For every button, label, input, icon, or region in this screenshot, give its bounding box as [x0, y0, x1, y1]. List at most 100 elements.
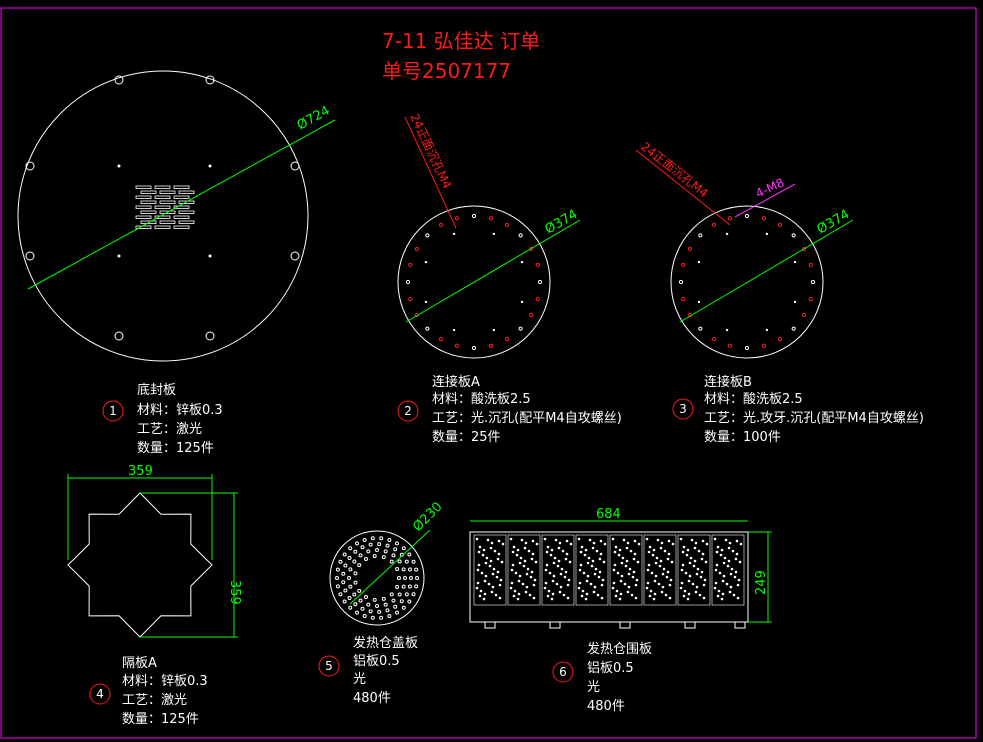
hole — [352, 559, 357, 564]
hole — [471, 345, 477, 351]
perforation — [614, 545, 618, 549]
perforation — [679, 537, 683, 541]
hole — [401, 584, 406, 589]
perforation — [668, 583, 672, 587]
perforation — [731, 549, 735, 553]
perforation — [517, 579, 521, 583]
hole — [208, 164, 212, 168]
perforation — [619, 592, 623, 596]
perforation — [718, 571, 722, 575]
perforation — [516, 597, 520, 601]
perforation — [524, 590, 528, 594]
perforation — [511, 550, 515, 554]
perforation — [669, 578, 673, 582]
perforation — [486, 538, 490, 542]
perforation — [602, 560, 606, 564]
vent-slot — [159, 190, 176, 194]
vent-slot — [154, 185, 171, 189]
hole — [335, 576, 339, 580]
perforation — [722, 574, 726, 578]
svg-text:底封板: 底封板 — [137, 382, 176, 398]
hole — [407, 599, 412, 604]
perforation — [515, 553, 519, 557]
perforation — [721, 579, 725, 583]
part-5-heater-cover: Ø230 — [329, 499, 446, 626]
perforation — [635, 578, 639, 582]
perforation — [585, 579, 589, 583]
perforation — [685, 553, 689, 557]
perforation — [716, 594, 720, 598]
hole — [353, 602, 358, 607]
hole — [341, 571, 346, 576]
perforation — [577, 586, 581, 590]
hole — [777, 222, 783, 227]
hole — [366, 602, 371, 607]
perforation — [600, 596, 604, 600]
perforation — [554, 538, 558, 542]
perforation — [591, 546, 595, 550]
tab — [549, 621, 561, 629]
svg-text:工艺：激光: 工艺：激光 — [122, 693, 187, 708]
perforation — [714, 581, 718, 585]
svg-text:工艺：光.攻牙.沉孔(配平M4自攻螺丝): 工艺：光.攻牙.沉孔(配平M4自攻螺丝) — [704, 411, 924, 426]
hole — [353, 580, 358, 585]
perforation — [548, 571, 552, 575]
perforation — [733, 575, 737, 579]
hole — [401, 567, 406, 572]
hole — [352, 592, 357, 597]
hole — [385, 608, 390, 613]
svg-text:铝板0.5: 铝板0.5 — [353, 654, 400, 669]
hole — [407, 567, 412, 572]
perforation — [550, 548, 554, 552]
hole — [414, 246, 419, 252]
hole — [808, 296, 813, 302]
perforation — [562, 593, 566, 597]
perforation — [735, 552, 739, 556]
perforation — [556, 564, 560, 568]
perforation — [688, 561, 692, 565]
hole — [114, 331, 124, 341]
perforation — [701, 552, 705, 556]
perforation — [626, 541, 630, 545]
perforation — [645, 586, 649, 590]
svg-text:数量：125件: 数量：125件 — [122, 712, 199, 727]
perforation — [557, 546, 561, 550]
svg-text:6: 6 — [559, 665, 567, 679]
hole — [403, 576, 407, 580]
perforation — [619, 579, 623, 583]
hole — [405, 279, 411, 285]
hole — [391, 553, 396, 558]
perforation — [510, 581, 514, 585]
perforation — [735, 539, 739, 543]
perforation — [697, 549, 701, 553]
tab — [484, 621, 496, 629]
hole — [117, 254, 121, 258]
perforation — [596, 593, 600, 597]
part-6-label: 6 发热仓围板 铝板0.5 光 480件 — [552, 641, 652, 714]
hole — [397, 592, 402, 597]
perforation — [662, 567, 666, 571]
perforation — [629, 549, 633, 553]
perforation — [681, 563, 685, 567]
perforation — [484, 561, 488, 565]
perforation — [498, 596, 502, 600]
svg-text:480件: 480件 — [353, 691, 391, 706]
hole — [697, 260, 701, 264]
perforation — [476, 568, 480, 572]
hole — [711, 222, 717, 227]
perforation — [544, 568, 548, 572]
hole — [393, 604, 398, 609]
vent-slot — [140, 190, 157, 194]
perforation — [521, 582, 525, 586]
panel — [677, 534, 711, 606]
hole — [438, 222, 444, 227]
perforation — [696, 567, 700, 571]
hole — [397, 576, 401, 580]
hole — [404, 559, 409, 564]
perforation — [722, 561, 726, 565]
perforation — [598, 570, 602, 574]
perforation — [721, 592, 725, 596]
svg-text:4: 4 — [96, 687, 104, 701]
svg-text:材料：锌板0.3: 材料：锌板0.3 — [122, 674, 208, 689]
